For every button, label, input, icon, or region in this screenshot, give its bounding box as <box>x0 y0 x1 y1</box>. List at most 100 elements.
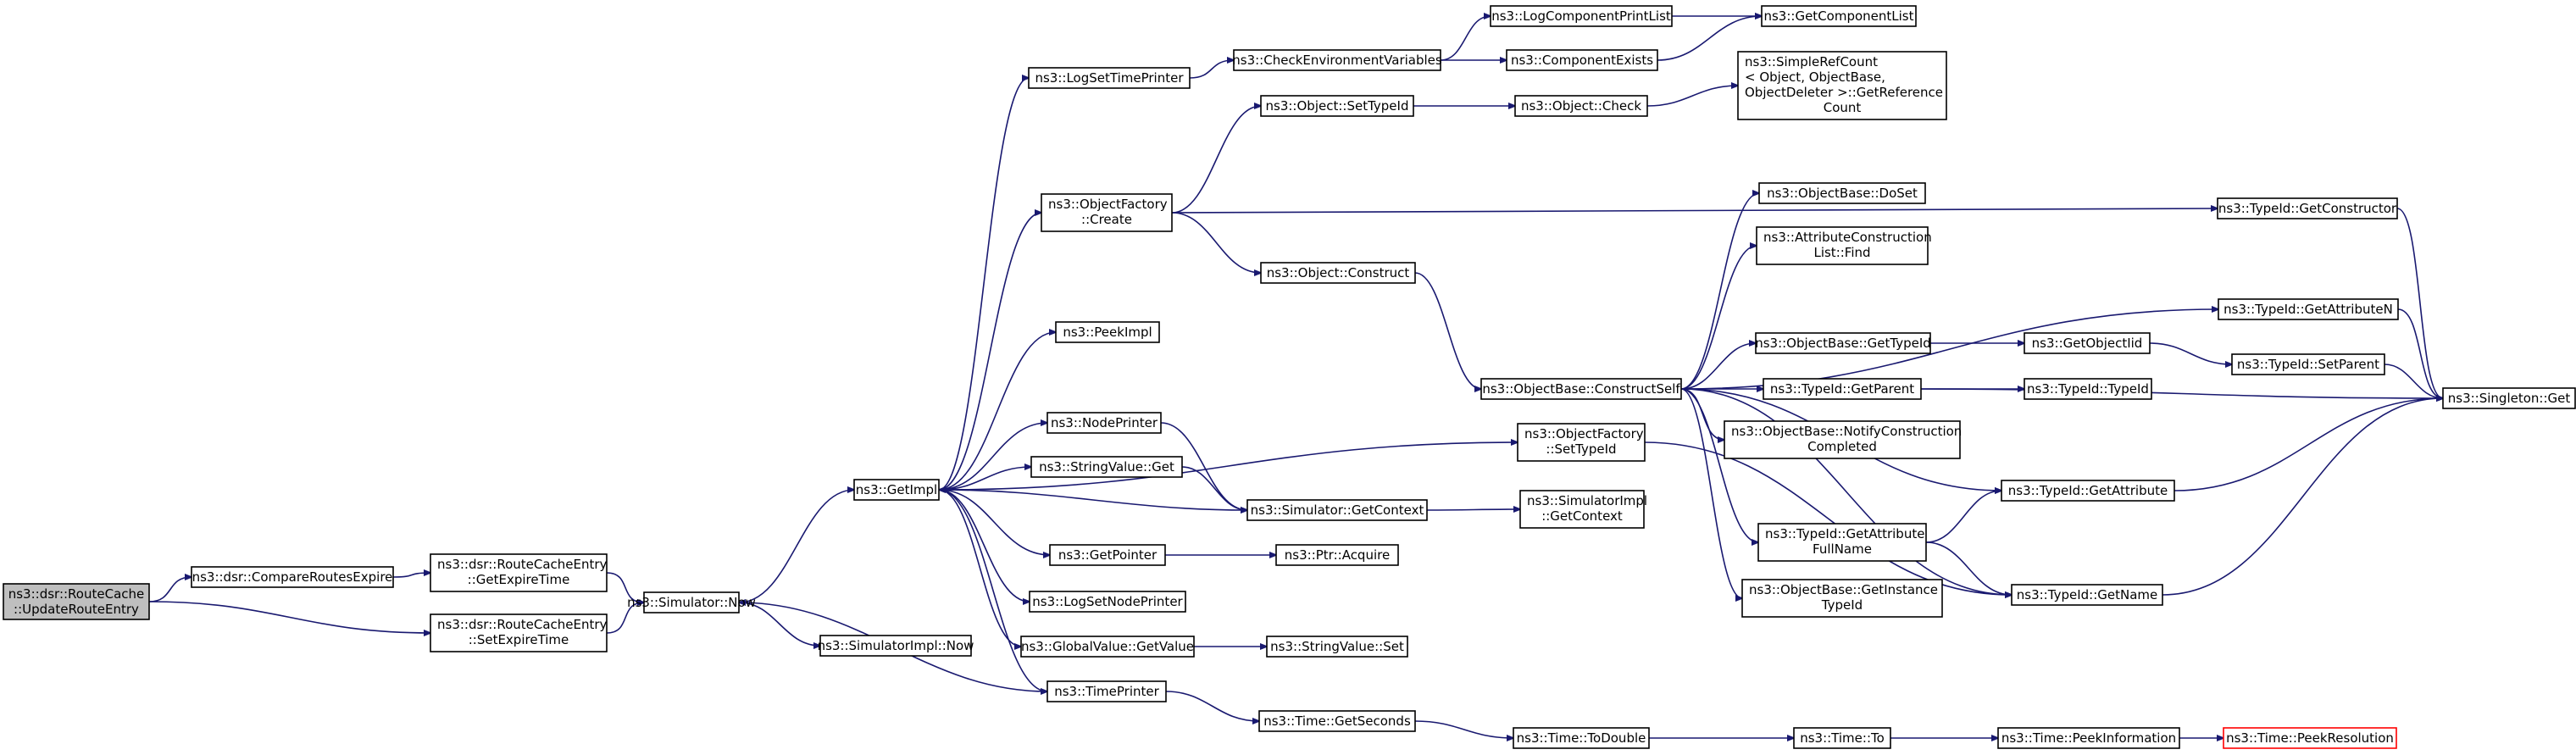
node-label-line: ns3::Simulator::GetContext <box>1251 502 1424 518</box>
node-label-line: ns3::Object::Check <box>1521 98 1641 114</box>
edge-objcheck-to-simplerefcount <box>1646 86 1738 107</box>
node-simgetctx[interactable]: ns3::Simulator::GetContext <box>1246 499 1428 521</box>
node-box <box>430 613 608 652</box>
node-simplerefcount[interactable]: ns3::SimpleRefCount< Object, ObjectBase,… <box>1737 51 1947 120</box>
node-box <box>1020 636 1195 658</box>
node-getexp[interactable]: ns3::dsr::RouteCacheEntry::GetExpireTime <box>430 553 608 592</box>
node-label-line: ns3::dsr::RouteCacheEntry <box>437 617 608 632</box>
edges-layer <box>148 16 2443 738</box>
node-label-line: ns3::ObjectBase::NotifyConstruction <box>1731 424 1962 439</box>
node-simimplctx[interactable]: ns3::SimulatorImpl::GetContext <box>1519 490 1647 529</box>
node-obconstructself[interactable]: ns3::ObjectBase::ConstructSelf <box>1480 378 1682 400</box>
node-logsetnode[interactable]: ns3::LogSetNodePrinter <box>1029 591 1186 613</box>
node-label-line: ns3::Time::PeekInformation <box>2001 730 2176 746</box>
node-peekimpl[interactable]: ns3::PeekImpl <box>1055 321 1160 343</box>
edge-logsettime-to-checkenv <box>1189 60 1234 79</box>
node-getimpl[interactable]: ns3::GetImpl <box>853 479 940 501</box>
node-box <box>1049 544 1166 566</box>
node-tidgetname[interactable]: ns3::TypeId::GetName <box>2011 584 2163 606</box>
node-box <box>1260 95 1414 117</box>
node-timegetsec[interactable]: ns3::Time::GetSeconds <box>1258 710 1416 732</box>
node-objsettid[interactable]: ns3::Object::SetTypeId <box>1260 95 1414 117</box>
node-checkenv[interactable]: ns3::CheckEnvironmentVariables <box>1232 49 1442 71</box>
node-box <box>2217 197 2398 219</box>
node-label-line: ns3::StringValue::Set <box>1270 639 1404 654</box>
node-root: ns3::dsr::RouteCache::UpdateRouteEntry <box>3 583 150 620</box>
node-ptracq[interactable]: ns3::Ptr::Acquire <box>1275 544 1399 566</box>
node-timeprinter[interactable]: ns3::TimePrinter <box>1046 680 1167 702</box>
node-label-line: ns3::ObjectBase::GetTypeId <box>1755 336 1931 351</box>
node-simimplnow[interactable]: ns3::SimulatorImpl::Now <box>818 635 974 657</box>
node-obnotify[interactable]: ns3::ObjectBase::NotifyConstructionCompl… <box>1724 420 1962 459</box>
node-label-line: ::GetContext <box>1541 508 1623 524</box>
node-setexp[interactable]: ns3::dsr::RouteCacheEntry::SetExpireTime <box>430 613 608 652</box>
node-getcomplist[interactable]: ns3::GetComponentList <box>1761 5 1917 27</box>
node-tidgetattr[interactable]: ns3::TypeId::GetAttribute <box>2001 480 2175 502</box>
node-tidgetattrn[interactable]: ns3::TypeId::GetAttributeN <box>2218 298 2399 320</box>
node-box <box>1514 95 1648 117</box>
edge-tidgetname-to-singleton <box>2162 398 2443 596</box>
node-tidgetctor[interactable]: ns3::TypeId::GetConstructor <box>2217 197 2398 219</box>
node-label-line: ns3::NodePrinter <box>1051 415 1158 430</box>
edge-getimpl-to-ofcreate <box>938 213 1041 491</box>
node-logsettime[interactable]: ns3::LogSetTimePrinter <box>1028 67 1191 89</box>
node-ofcreate[interactable]: ns3::ObjectFactory::Create <box>1041 193 1173 232</box>
node-box <box>1046 680 1167 702</box>
node-obgettid[interactable]: ns3::ObjectBase::GetTypeId <box>1755 332 1931 354</box>
node-label-line: ns3::TypeId::GetParent <box>1770 381 1914 397</box>
edge-obconstructself-to-obgettid <box>1680 343 1756 390</box>
node-box <box>1055 321 1160 343</box>
node-box <box>1724 420 1961 459</box>
node-obdoset[interactable]: ns3::ObjectBase::DoSet <box>1758 182 1926 204</box>
edge-simnow-to-getimpl <box>738 490 854 603</box>
node-timeto[interactable]: ns3::Time::To <box>1793 727 1891 749</box>
node-box <box>3 583 150 620</box>
edge-tidgetattrfull-to-tidgetattr <box>1925 491 2001 543</box>
edge-root-to-setexp <box>148 601 430 633</box>
node-objconstruct[interactable]: ns3::Object::Construct <box>1260 262 1416 284</box>
node-label-line: ns3::dsr::RouteCacheEntry <box>437 557 608 572</box>
node-singleton[interactable]: ns3::Singleton::Get <box>2442 387 2576 409</box>
edge-tidgetctor-to-singleton <box>2396 208 2443 398</box>
node-getobjectiid[interactable]: ns3::GetObjectIid <box>2024 332 2151 354</box>
node-timetodouble[interactable]: ns3::Time::ToDouble <box>1513 727 1650 749</box>
node-timepeekres[interactable]: ns3::Time::PeekResolution <box>2223 727 2397 749</box>
node-label-line: ::SetTypeId <box>1546 441 1616 457</box>
node-box <box>2223 727 2397 749</box>
node-label-line: ns3::Time::ToDouble <box>1517 730 1646 746</box>
edge-obconstructself-to-obdoset <box>1680 193 1759 390</box>
node-label-line: ns3::TimePrinter <box>1054 684 1159 699</box>
node-box <box>1275 544 1399 566</box>
node-ofsettid[interactable]: ns3::ObjectFactory::SetTypeId <box>1517 423 1646 462</box>
node-label-line: ns3::TypeId::GetAttribute <box>2008 483 2168 498</box>
node-nodeprinter[interactable]: ns3::NodePrinter <box>1046 412 1162 434</box>
node-box <box>643 591 740 613</box>
node-getpointer[interactable]: ns3::GetPointer <box>1049 544 1166 566</box>
node-label-line: ns3::AttributeConstruction <box>1763 230 1932 245</box>
node-strset[interactable]: ns3::StringValue::Set <box>1266 636 1408 658</box>
node-timepeekinfo[interactable]: ns3::Time::PeekInformation <box>1997 727 2180 749</box>
node-label-line: ns3::Simulator::Now <box>627 595 756 610</box>
node-label-line: ns3::TypeId::GetAttribute <box>1765 526 1924 541</box>
edge-ofcreate-to-objsettid <box>1171 106 1261 214</box>
node-compare[interactable]: ns3::dsr::CompareRoutesExpire <box>191 566 394 588</box>
edge-ofsettid-to-tidgetname <box>1644 441 2012 595</box>
node-label-line: ns3::GetObjectIid <box>2032 336 2143 351</box>
node-simnow[interactable]: ns3::Simulator::Now <box>627 591 756 613</box>
node-gvget[interactable]: ns3::GlobalValue::GetValue <box>1020 636 1195 658</box>
node-lcprint[interactable]: ns3::LogComponentPrintList <box>1490 5 1673 27</box>
node-tidgetparent[interactable]: ns3::TypeId::GetParent <box>1763 378 1922 400</box>
node-box <box>1041 193 1173 232</box>
node-label-line: ::Create <box>1081 212 1132 227</box>
node-objcheck[interactable]: ns3::Object::Check <box>1514 95 1648 117</box>
node-strget[interactable]: ns3::StringValue::Get <box>1030 456 1183 478</box>
node-label-line: Completed <box>1807 439 1877 454</box>
node-tidsetparent[interactable]: ns3::TypeId::SetParent <box>2231 353 2385 375</box>
node-box <box>853 479 940 501</box>
node-compexists[interactable]: ns3::ComponentExists <box>1506 49 1658 71</box>
node-label-line: Count <box>1824 100 1862 115</box>
node-tidtid[interactable]: ns3::TypeId::TypeId <box>2024 378 2152 400</box>
